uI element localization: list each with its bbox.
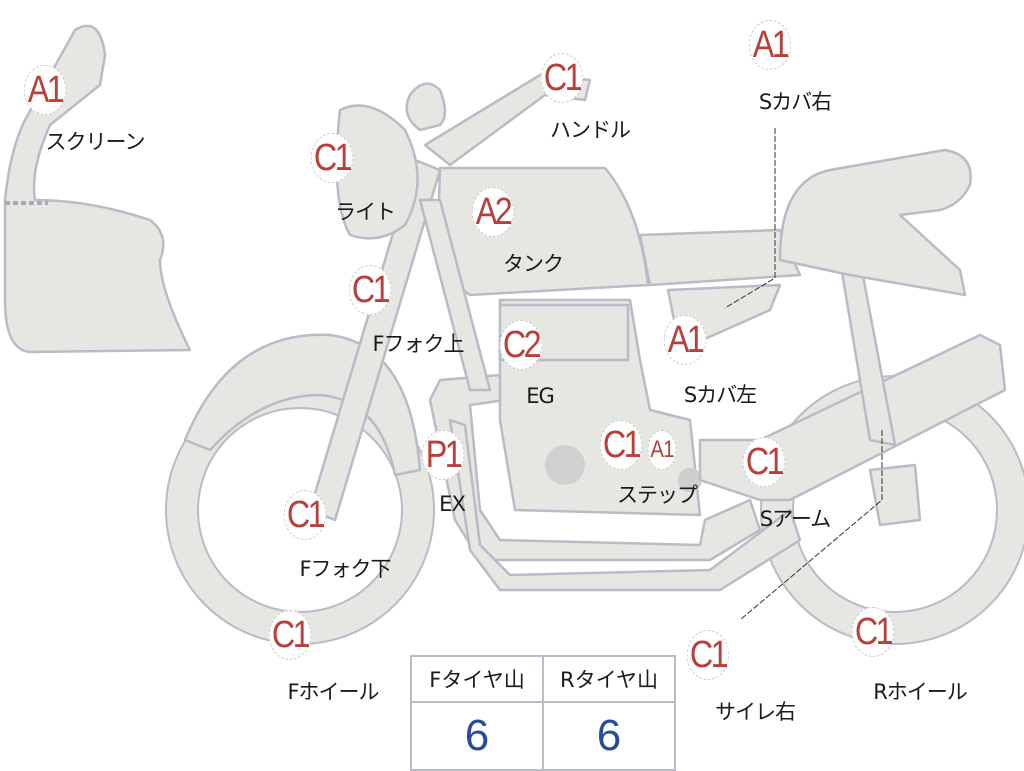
grade-badge-engine: C2 — [499, 320, 543, 370]
grade-badge-screen: A1 — [23, 65, 67, 115]
front-tire-header: Fタイヤ山 — [410, 655, 544, 703]
label-light: ライト — [335, 200, 396, 224]
grade-badge-step-extra: A1 — [647, 430, 677, 470]
grade-badge-step: C1 — [599, 420, 643, 470]
grade-badge-rear-wheel: C1 — [851, 607, 895, 657]
grade-badge-side-cover-right: A1 — [748, 20, 792, 70]
label-fork-lower: Fフォク下 — [299, 557, 391, 581]
label-tank: タンク — [503, 252, 564, 276]
handlebar-part — [423, 73, 592, 167]
label-handle: ハンドル — [550, 118, 631, 142]
label-side-cover-right: Sカバ右 — [758, 90, 832, 114]
exhaust-part — [428, 373, 762, 562]
label-step: ステップ — [617, 483, 698, 507]
label-side-cover-left: Sカバ左 — [683, 383, 757, 407]
grade-badge-fork-upper: C1 — [348, 265, 392, 315]
label-muffler-right: サイレ右 — [715, 700, 796, 724]
grade-badge-light: C1 — [310, 133, 354, 183]
grade-badge-front-wheel: C1 — [268, 610, 312, 660]
label-rear-wheel: Rホイール — [873, 680, 968, 704]
grade-badge-muffler-right: C1 — [686, 630, 730, 680]
grade-badge-tank: A2 — [471, 187, 515, 237]
label-front-wheel: Fホイール — [287, 680, 379, 704]
label-swingarm: Sアーム — [759, 507, 831, 531]
grade-badge-handle: C1 — [540, 53, 584, 103]
grade-badge-side-cover-left: A1 — [663, 315, 707, 365]
grade-badge-fork-lower: C1 — [283, 490, 327, 540]
rear-tire-value: 6 — [542, 701, 676, 771]
grade-badge-swingarm: C1 — [742, 437, 786, 487]
label-screen: スクリーン — [45, 130, 146, 154]
headlight-part — [335, 104, 419, 240]
front-tire-value: 6 — [410, 701, 544, 771]
seat-part — [778, 148, 972, 297]
label-fork-upper: Fフォク上 — [372, 332, 464, 356]
tire-tread-table: Fタイヤ山 Rタイヤ山 6 6 — [410, 655, 676, 771]
label-exhaust: EX — [439, 492, 466, 516]
rear-tire-header: Rタイヤ山 — [542, 655, 676, 703]
grade-badge-exhaust: P1 — [421, 430, 465, 480]
label-engine: EG — [526, 384, 555, 408]
